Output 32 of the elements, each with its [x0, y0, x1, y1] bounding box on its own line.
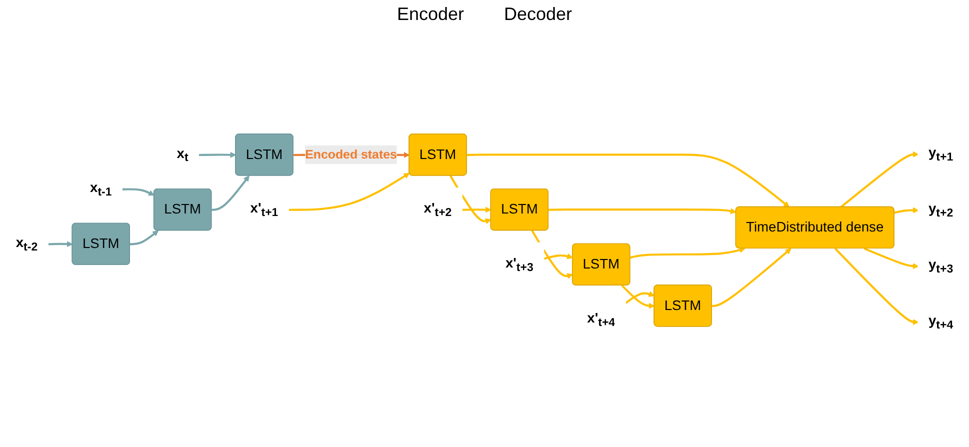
node-text: x$_{t}$ — [176, 146, 188, 164]
arrow — [450, 175, 492, 224]
arrow — [48, 241, 73, 248]
arrow — [466, 154, 790, 208]
arrow — [122, 188, 154, 196]
arrow — [212, 175, 250, 211]
arrow — [531, 230, 573, 279]
arrow — [548, 208, 736, 214]
arrow — [544, 253, 573, 260]
node-text: y$_{t+4}$ — [928, 313, 954, 332]
arrow — [894, 207, 919, 214]
group-label: Decoder — [504, 4, 572, 25]
node-text: x$_{t-1}$ — [90, 180, 112, 198]
group-label: Encoder — [396, 4, 464, 25]
node-text: x$_{t-2}$ — [16, 235, 38, 254]
node-text: x'$_{t+1}$ — [250, 200, 278, 219]
node-text: y$_{t+3}$ — [928, 257, 954, 276]
arrow — [840, 151, 919, 208]
edge-label: Encoded states — [305, 147, 397, 162]
node-text: y$_{t+2}$ — [928, 201, 954, 220]
node-text: x'$_{t+4}$ — [587, 310, 616, 329]
arrow — [462, 206, 492, 213]
arrow — [199, 152, 236, 158]
arrow — [130, 230, 159, 246]
arrow — [288, 172, 410, 211]
arrow — [834, 248, 919, 326]
arrow — [621, 284, 655, 309]
node-text: y$_{t+1}$ — [928, 146, 954, 164]
arrow — [625, 291, 655, 304]
arrow — [864, 248, 919, 270]
arrow — [630, 247, 746, 259]
arrow — [712, 248, 792, 308]
